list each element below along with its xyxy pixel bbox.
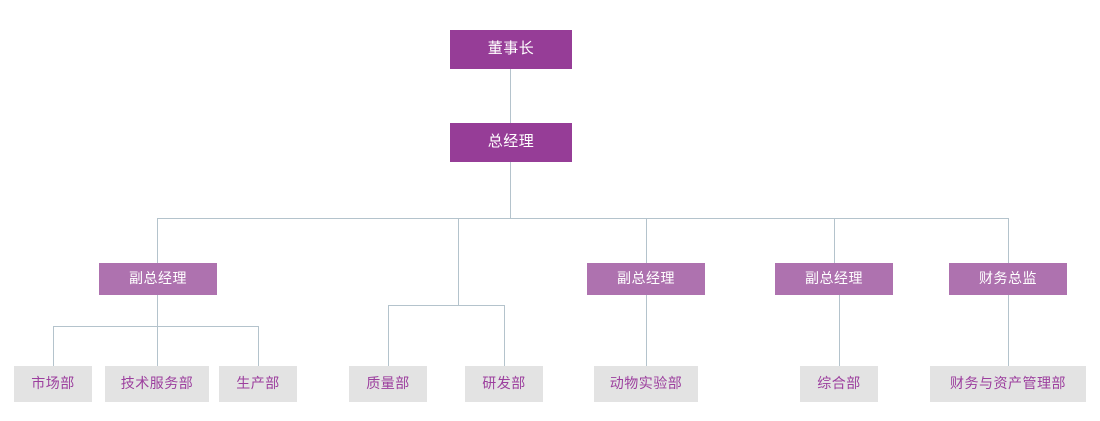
connector-deputy-1-to-tech-service bbox=[157, 326, 158, 366]
connector-deputy-2-to-animal-lab bbox=[646, 295, 647, 366]
connector-gm-drop bbox=[510, 162, 511, 218]
node-dept-production[interactable]: 生产部 bbox=[219, 366, 297, 402]
node-chairman-label: 董事长 bbox=[487, 40, 535, 58]
node-deputy-gm-3[interactable]: 副总经理 bbox=[775, 263, 893, 295]
connector-deputy-1-bus bbox=[53, 326, 258, 327]
connector-bus-to-deputy-2 bbox=[646, 218, 647, 263]
node-general-manager-label: 总经理 bbox=[487, 133, 535, 151]
connector-mid-branch-bus bbox=[388, 305, 505, 306]
node-dept-general-affairs[interactable]: 综合部 bbox=[800, 366, 878, 402]
node-dept-animal-lab[interactable]: 动物实验部 bbox=[594, 366, 698, 402]
node-dept-tech-service-label: 技术服务部 bbox=[120, 375, 194, 392]
connector-gm-bus bbox=[157, 218, 1009, 219]
node-dept-quality[interactable]: 质量部 bbox=[349, 366, 427, 402]
connector-mid-branch-to-quality bbox=[388, 305, 389, 366]
node-deputy-gm-3-label: 副总经理 bbox=[805, 270, 863, 287]
node-general-manager[interactable]: 总经理 bbox=[450, 123, 572, 162]
connector-finance-director-to-dept bbox=[1008, 295, 1009, 366]
node-chairman[interactable]: 董事长 bbox=[450, 30, 572, 69]
connector-deputy-3-to-general-affairs bbox=[839, 295, 840, 366]
connector-bus-to-finance-director bbox=[1008, 218, 1009, 263]
node-finance-director[interactable]: 财务总监 bbox=[949, 263, 1067, 295]
node-dept-general-affairs-label: 综合部 bbox=[817, 375, 861, 392]
connector-bus-to-deputy-3 bbox=[834, 218, 835, 263]
connector-deputy-1-to-production bbox=[258, 326, 259, 366]
node-dept-production-label: 生产部 bbox=[236, 375, 280, 392]
node-dept-finance-assets-label: 财务与资产管理部 bbox=[950, 375, 1066, 392]
node-dept-rnd[interactable]: 研发部 bbox=[465, 366, 543, 402]
node-deputy-gm-2[interactable]: 副总经理 bbox=[587, 263, 705, 295]
node-deputy-gm-2-label: 副总经理 bbox=[617, 270, 675, 287]
node-dept-tech-service[interactable]: 技术服务部 bbox=[105, 366, 209, 402]
connector-deputy-1-to-marketing bbox=[53, 326, 54, 366]
node-dept-quality-label: 质量部 bbox=[366, 375, 410, 392]
node-dept-marketing-label: 市场部 bbox=[31, 375, 75, 392]
connector-bus-to-mid-branch bbox=[458, 218, 459, 305]
node-dept-finance-assets[interactable]: 财务与资产管理部 bbox=[930, 366, 1086, 402]
node-dept-marketing[interactable]: 市场部 bbox=[14, 366, 92, 402]
node-dept-rnd-label: 研发部 bbox=[482, 375, 526, 392]
connector-bus-to-deputy-1 bbox=[157, 218, 158, 263]
node-deputy-gm-1-label: 副总经理 bbox=[129, 270, 187, 287]
node-dept-animal-lab-label: 动物实验部 bbox=[609, 375, 683, 392]
connector-chairman-to-gm bbox=[510, 69, 511, 123]
node-finance-director-label: 财务总监 bbox=[979, 270, 1037, 287]
node-deputy-gm-1[interactable]: 副总经理 bbox=[99, 263, 217, 295]
connector-deputy-1-drop bbox=[157, 295, 158, 327]
connector-mid-branch-to-rnd bbox=[504, 305, 505, 366]
